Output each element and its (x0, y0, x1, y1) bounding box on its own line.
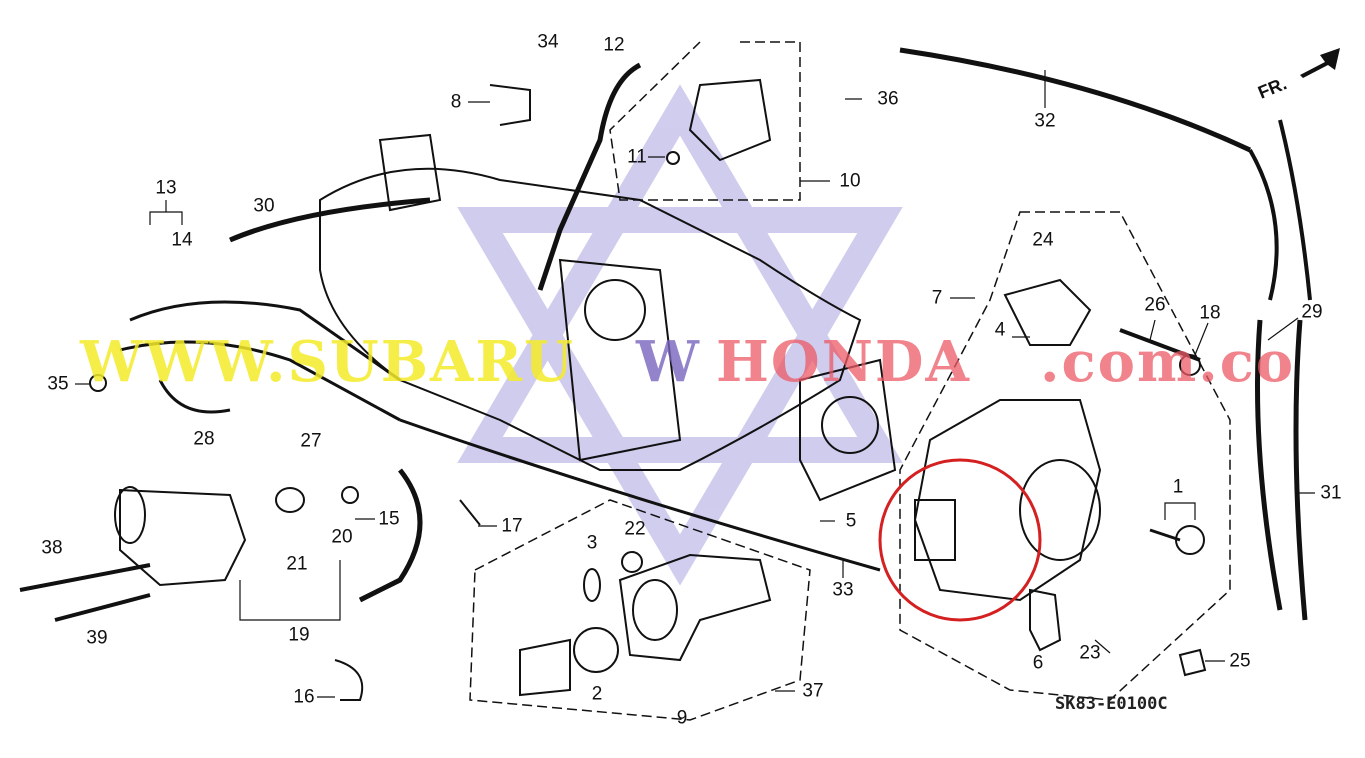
callout-25: 25 (1229, 650, 1251, 672)
callout-11: 11 (627, 146, 647, 168)
callout-23: 23 (1079, 642, 1101, 664)
hose-15 (358, 468, 423, 603)
watermark-text-1: WWW.SUBARU (80, 329, 575, 395)
idle-control-valve (119, 488, 247, 587)
cable-33 (399, 418, 881, 572)
callout-8: 8 (450, 91, 462, 113)
callout-38: 38 (41, 537, 63, 559)
callout-39: 39 (86, 627, 108, 649)
callout-5: 5 (845, 510, 857, 532)
watermark-text-2: W (636, 329, 701, 395)
callout-26: 26 (1144, 294, 1166, 316)
highlight-circle (878, 458, 1042, 622)
callout-33: 33 (832, 579, 854, 601)
callout-12: 12 (603, 34, 625, 56)
callout-16: 16 (293, 686, 315, 708)
callout-36: 36 (877, 88, 899, 110)
callout-1: 1 (1172, 476, 1184, 498)
hose-30 (229, 197, 431, 243)
valve-10 (688, 78, 772, 162)
callout-19: 19 (288, 624, 310, 646)
callout-21: 21 (286, 553, 308, 575)
callout-3: 3 (586, 532, 598, 554)
hose-32 (899, 47, 1252, 153)
callout-28: 28 (193, 428, 215, 450)
callout-2: 2 (591, 683, 603, 705)
callout-6: 6 (1032, 652, 1044, 674)
hose-12 (537, 62, 642, 291)
callout-32: 32 (1034, 110, 1056, 132)
callout-20: 20 (331, 526, 353, 548)
watermark-text-4: .com.co (1040, 329, 1296, 395)
throttle-body (913, 399, 1102, 602)
callout-34: 34 (537, 31, 559, 53)
callout-31: 31 (1320, 482, 1342, 504)
callout-7: 7 (931, 287, 943, 309)
thermo-valve-9 (618, 553, 772, 662)
gasket-5 (799, 358, 897, 502)
callout-35: 35 (47, 373, 69, 395)
drawing-code: SK83-E0100C (1055, 694, 1168, 714)
callout-22: 22 (624, 518, 646, 540)
callout-15: 15 (378, 508, 400, 530)
callout-9: 9 (676, 707, 688, 729)
callout-14: 14 (171, 229, 193, 251)
callout-24: 24 (1032, 229, 1054, 251)
front-arrow-icon (1300, 48, 1340, 78)
callout-10: 10 (839, 170, 861, 192)
watermark-text-3: HONDA (716, 329, 971, 395)
callout-17: 17 (501, 515, 523, 537)
callout-18: 18 (1199, 302, 1221, 324)
intake-manifold (319, 167, 862, 471)
callout-13: 13 (155, 177, 177, 199)
callout-30: 30 (253, 195, 275, 217)
callout-4: 4 (994, 319, 1006, 341)
callout-27: 27 (300, 430, 322, 452)
callout-29: 29 (1301, 301, 1323, 323)
hose-31 (1255, 319, 1283, 611)
callout-37: 37 (802, 680, 824, 702)
